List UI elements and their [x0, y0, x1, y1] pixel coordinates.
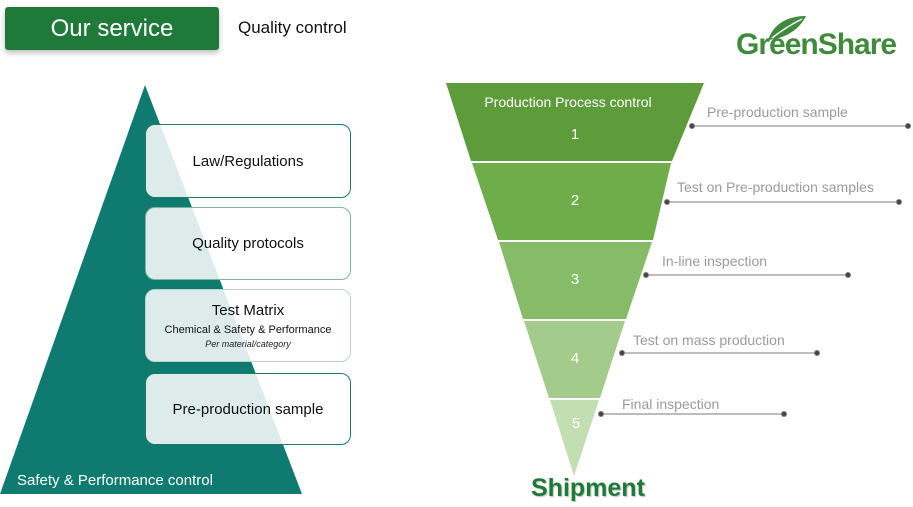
step-number-1: 1 [570, 126, 580, 143]
box-title: Quality protocols [192, 235, 304, 252]
funnel-title: Production Process control [484, 94, 652, 110]
page-title: Our service [50, 14, 174, 42]
test-matrix-box: Test Matrix Chemical & Safety & Performa… [145, 289, 351, 362]
box-note: Per material/category [205, 339, 291, 349]
shipment-label: Shipment [531, 474, 645, 502]
quality-protocols-box: Quality protocols [145, 207, 351, 280]
step-number-2: 2 [570, 192, 580, 209]
logo-wordmark: GreenShare [736, 28, 897, 61]
callout-label-4: Test on mass production [633, 332, 785, 348]
callout-label-1: Pre-production sample [707, 104, 848, 120]
pyramid-caption: Safety & Performance control [17, 472, 213, 489]
leaf-icon [768, 16, 806, 40]
greenshare-logo: GreenShare [736, 14, 897, 66]
callout-label-5: Final inspection [622, 396, 720, 412]
law-regulations-box: Law/Regulations [145, 124, 351, 198]
callout-label-2: Test on Pre-production samples [677, 179, 874, 195]
box-title: Law/Regulations [192, 152, 304, 170]
box-title: Pre-production sample [172, 400, 324, 418]
step-number-3: 3 [570, 271, 580, 288]
box-subtitle: Chemical & Safety & Performance [164, 324, 332, 336]
pre-production-sample-box: Pre-production sample [145, 373, 351, 445]
page-subtitle: Quality control [238, 18, 347, 37]
page-title-badge: Our service [5, 7, 219, 50]
callout-label-3: In-line inspection [662, 253, 768, 269]
step-number-4: 4 [570, 350, 580, 367]
box-title: Test Matrix [211, 302, 285, 319]
funnel-step-5 [550, 400, 599, 476]
step-number-5: 5 [571, 415, 581, 432]
